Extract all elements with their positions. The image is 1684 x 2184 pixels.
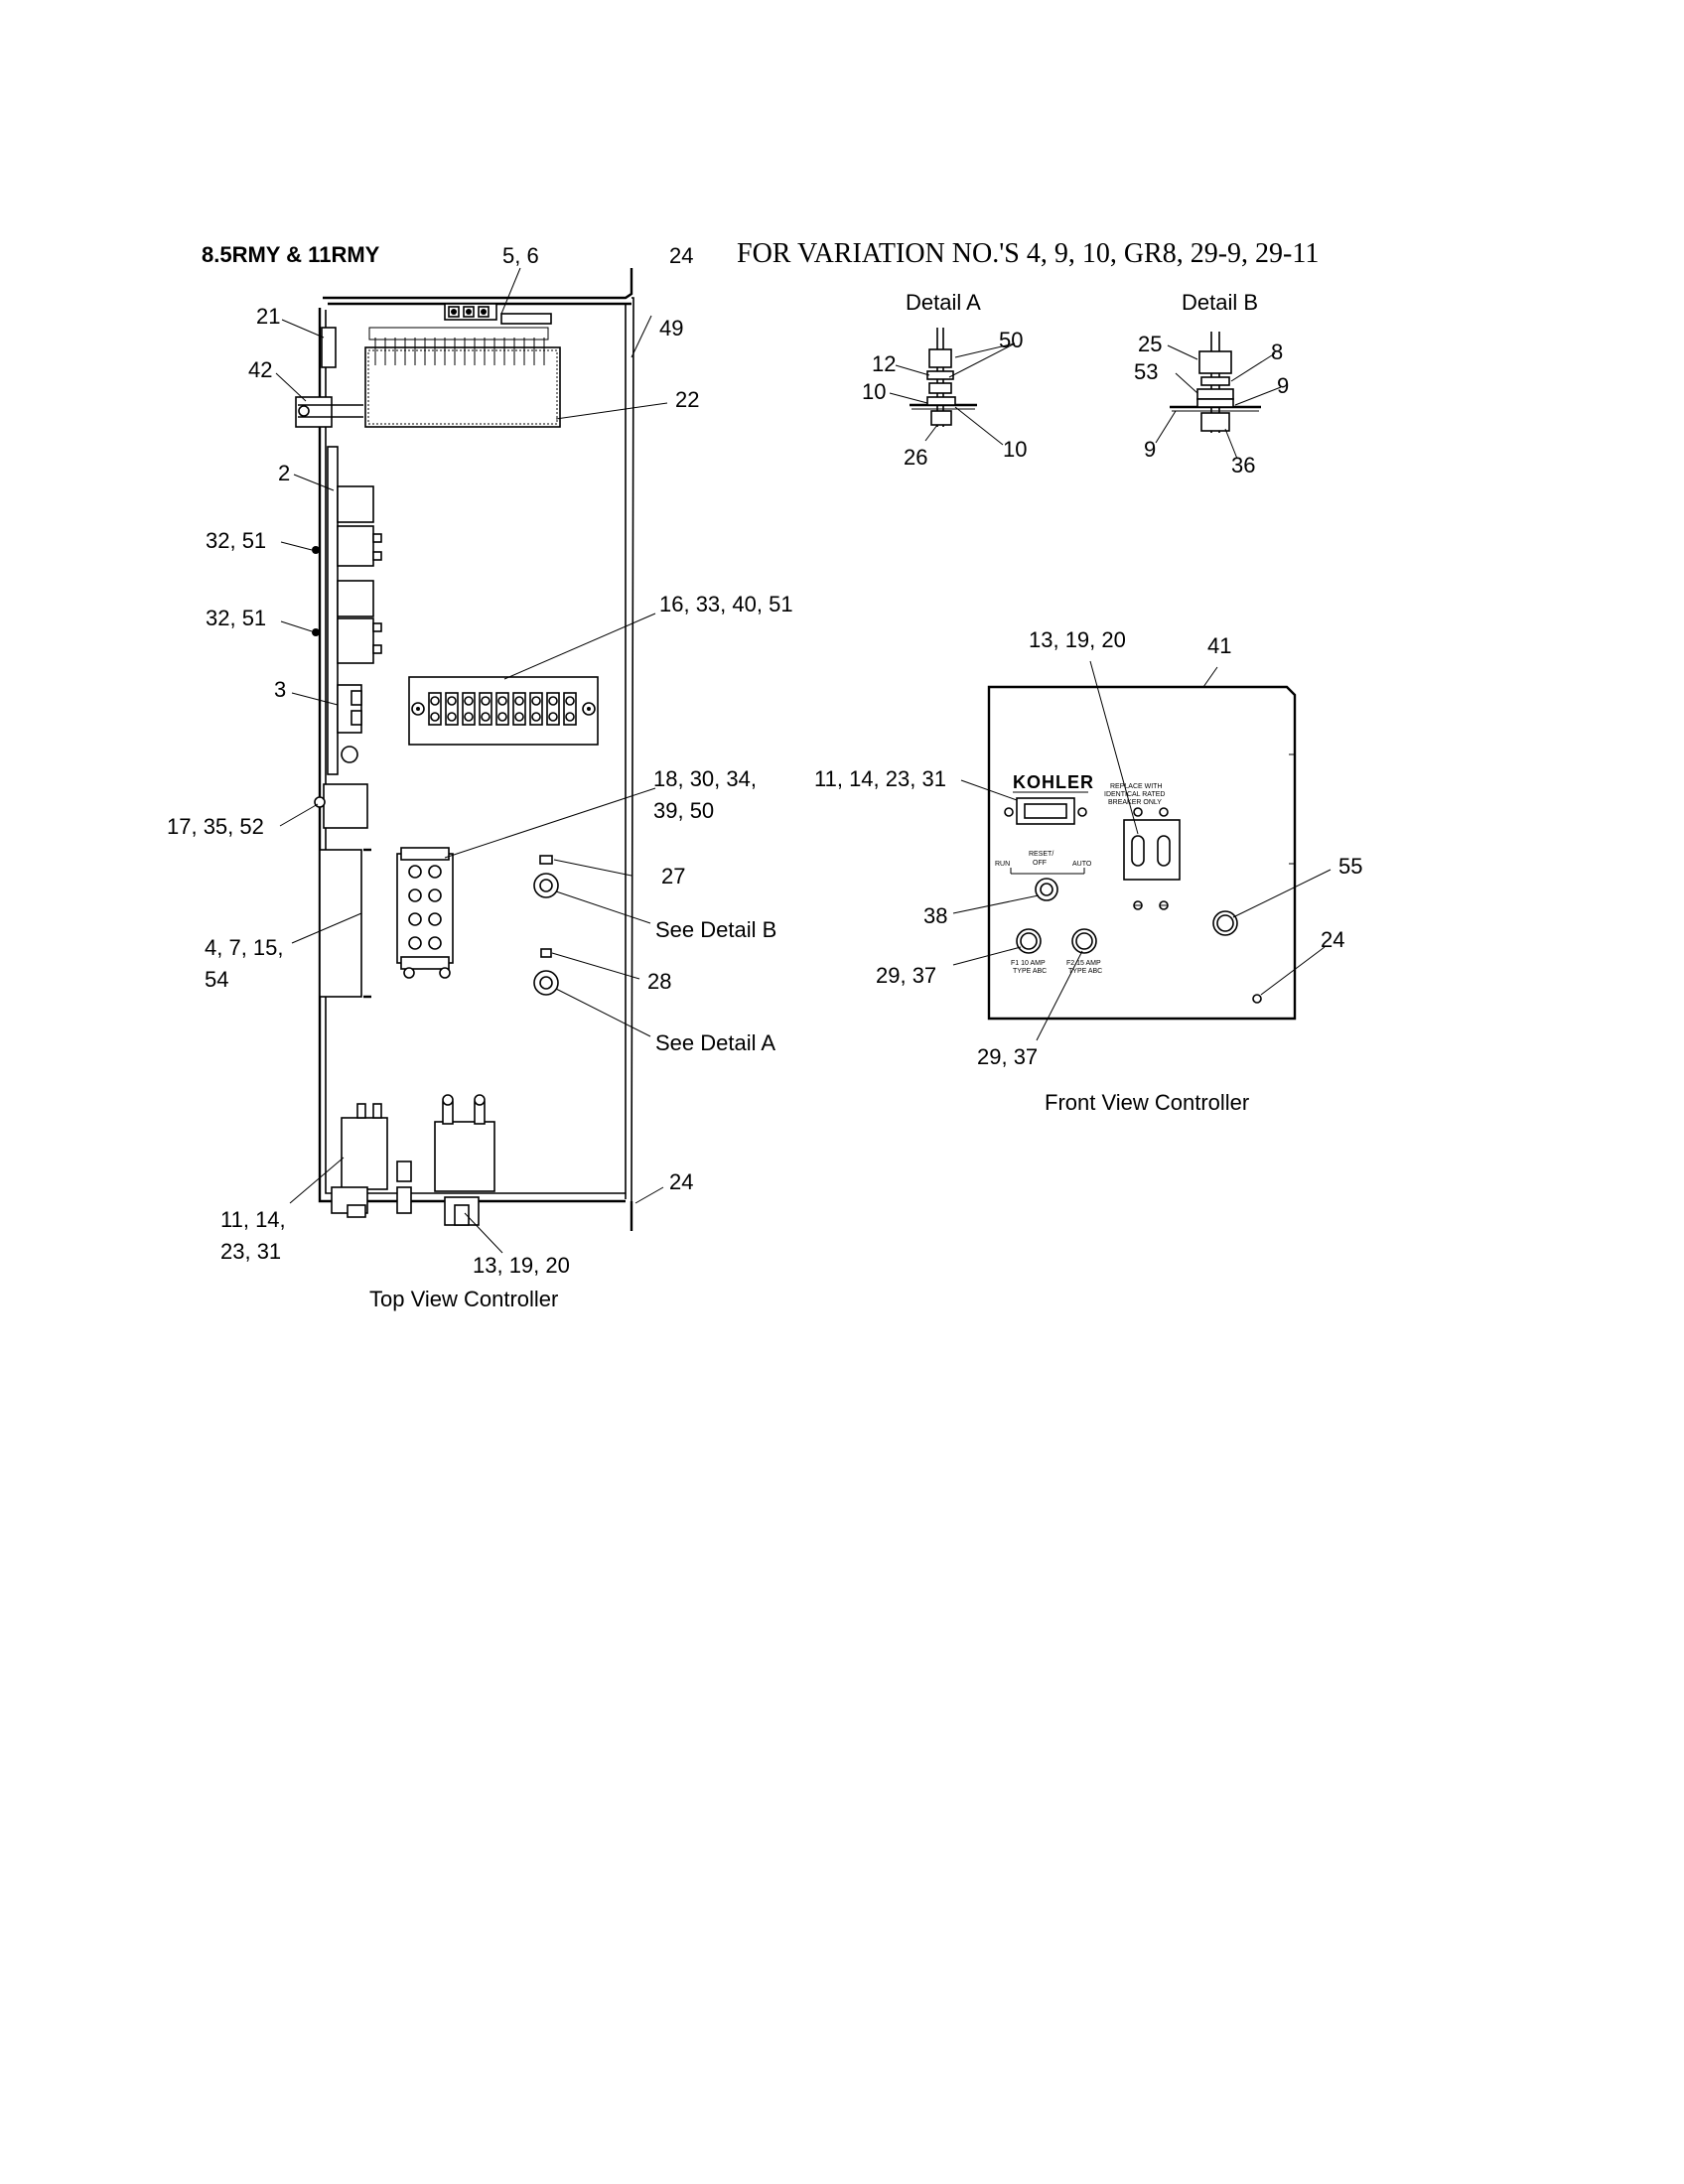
fuse-1-type: TYPE ABC [1013, 968, 1047, 975]
detail-a-callout-26: 26 [904, 445, 927, 470]
enclosure-top-flange [323, 268, 633, 300]
detail-b-callout-8: 8 [1271, 340, 1283, 364]
front-callout-38: 38 [923, 903, 947, 928]
breaker-toggle-1[interactable] [1131, 835, 1145, 867]
callout-42: 42 [248, 357, 272, 382]
front-callout-29-37-bottom: 29, 37 [977, 1044, 1038, 1069]
screw-24 [1252, 994, 1262, 1004]
enclosure-outline [318, 308, 626, 1203]
callout-24-bottom: 24 [669, 1169, 693, 1194]
callout-21: 21 [256, 304, 280, 329]
hour-meter-module [341, 1117, 388, 1190]
front-view-controller: KOHLER RUN RESET/ OFF AUTO REPLACE WITH … [814, 627, 1362, 1115]
top-view-leaders [275, 267, 668, 1254]
see-detail-b: See Detail B [655, 917, 776, 942]
breaker-toggle-2[interactable] [1157, 835, 1171, 867]
detail-a-callout-10-left: 10 [862, 379, 886, 404]
detail-a-title: Detail A [906, 290, 981, 315]
front-callout-11-14-23-31: 11, 14, 23, 31 [814, 766, 946, 791]
circuit-breaker-top [434, 1121, 495, 1192]
breaker-note-line-2: IDENTICAL RATED [1104, 791, 1165, 798]
callout-27: 27 [661, 864, 685, 888]
callout-54: 54 [205, 967, 228, 992]
callout-39-50: 39, 50 [653, 798, 714, 823]
see-detail-a: See Detail A [655, 1030, 775, 1055]
detail-b-callout-9-left: 9 [1144, 437, 1156, 462]
fuse-2-rating: F2 15 AMP [1066, 960, 1101, 967]
label-28 [540, 948, 552, 958]
callout-28: 28 [647, 969, 671, 994]
detail-b-callout-53: 53 [1134, 359, 1158, 384]
callout-24-top: 24 [669, 243, 693, 268]
detail-a: Detail A 50 12 10 26 10 [862, 290, 1027, 470]
detail-a-callout-50: 50 [999, 328, 1023, 352]
front-callout-29-37-left: 29, 37 [876, 963, 936, 988]
component-17 [323, 783, 368, 829]
detail-b-callout-25: 25 [1138, 332, 1162, 356]
callout-4-7-15: 4, 7, 15, [205, 935, 284, 960]
board-connector-pins [374, 338, 545, 365]
switch-label-reset: RESET/ [1029, 851, 1053, 858]
controller-board [364, 346, 561, 428]
top-view-controller: 5, 6 24 21 49 42 22 2 32, 51 32, 51 16, … [167, 243, 793, 1311]
terminal-block-16 [408, 676, 599, 746]
fuse-holder [321, 327, 337, 368]
relay-rail [327, 446, 339, 775]
front-panel-outline [987, 685, 1297, 1021]
front-callout-13-19-20: 13, 19, 20 [1029, 627, 1126, 652]
callout-18-30-34: 18, 30, 34, [653, 766, 757, 791]
switch-label-auto: AUTO [1072, 861, 1092, 868]
front-view-caption: Front View Controller [1045, 1090, 1249, 1115]
label-27 [539, 855, 553, 865]
breaker-note-line-3: BREAKER ONLY [1108, 799, 1162, 806]
kohler-logo: KOHLER [1013, 772, 1094, 792]
top-view-caption: Top View Controller [369, 1287, 558, 1311]
terminal-block-18 [396, 847, 454, 979]
breaker-note-line-1: REPLACE WITH [1110, 783, 1163, 790]
detail-b-callout-9-right: 9 [1277, 373, 1289, 398]
detail-b-title: Detail B [1182, 290, 1258, 315]
callout-17-35-52: 17, 35, 52 [167, 814, 264, 839]
front-callout-24: 24 [1321, 927, 1344, 952]
callout-32-51-a: 32, 51 [206, 528, 266, 553]
detail-b-callout-36: 36 [1231, 453, 1255, 478]
callout-23-31: 23, 31 [220, 1239, 281, 1264]
callout-5-6: 5, 6 [502, 243, 539, 268]
variation-note: FOR VARIATION NO.'S 4, 9, 10, GR8, 29-9,… [737, 238, 1319, 269]
callout-3: 3 [274, 677, 286, 702]
front-callout-41: 41 [1207, 633, 1231, 658]
front-callout-55: 55 [1338, 854, 1362, 879]
detail-b: Detail B 25 8 53 9 9 36 [1134, 290, 1289, 478]
callout-11-14: 11, 14, [220, 1207, 286, 1232]
fuse-1-rating: F1 10 AMP [1011, 960, 1046, 967]
callout-16-33-40-51: 16, 33, 40, 51 [659, 592, 793, 616]
callout-13-19-20-top: 13, 19, 20 [473, 1253, 570, 1278]
model-title: 8.5RMY & 11RMY [202, 242, 380, 267]
relay-2 [337, 580, 374, 617]
callout-22: 22 [675, 387, 699, 412]
callout-2: 2 [278, 461, 290, 485]
fuse-2-type: TYPE ABC [1068, 968, 1102, 975]
switch-label-run: RUN [995, 861, 1010, 868]
callout-49: 49 [659, 316, 683, 341]
switch-label-off: OFF [1033, 860, 1047, 867]
detail-a-callout-12: 12 [872, 351, 896, 376]
resistor-4 [319, 849, 362, 998]
callout-32-51-b: 32, 51 [206, 606, 266, 630]
relay-1 [337, 485, 374, 523]
detail-a-callout-10-right: 10 [1003, 437, 1027, 462]
